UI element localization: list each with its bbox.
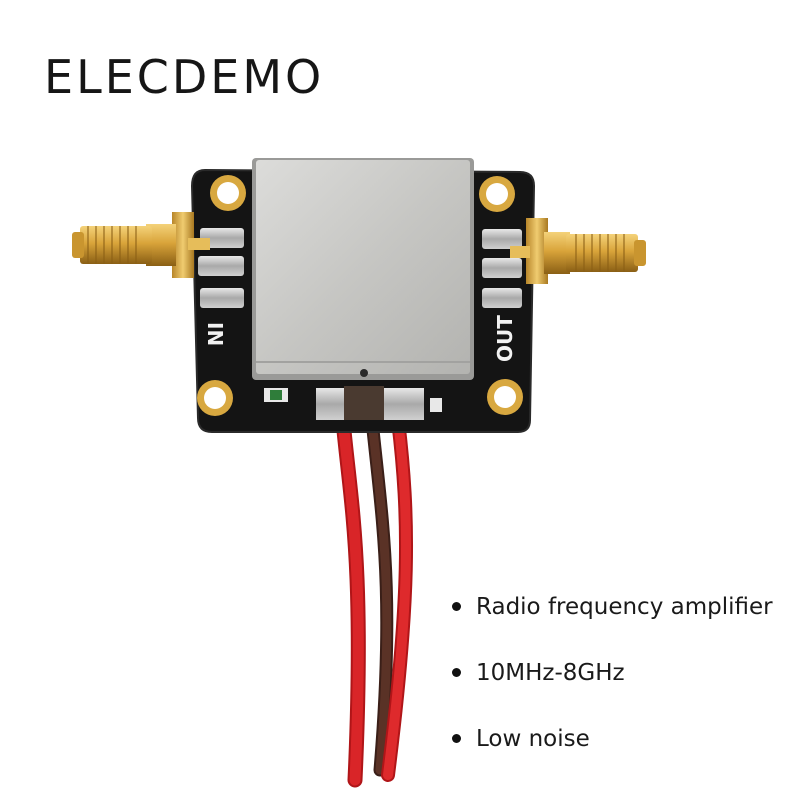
feature-list: Radio frequency amplifier 10MHz-8GHz Low… [450,588,773,786]
bullet-dot-icon [452,668,461,677]
mounting-hole-br [487,379,523,415]
input-label: IN [203,322,227,346]
mounting-hole-tl [210,175,246,211]
brand-name: ELECDEMO [44,50,325,104]
feature-item: 10MHz-8GHz [450,654,773,720]
sma-connector-out [510,218,646,284]
feature-text: Radio frequency amplifier [476,594,773,620]
feature-text: 10MHz-8GHz [476,660,625,686]
bullet-dot-icon [452,734,461,743]
feature-item: Low noise [450,720,773,786]
mounting-hole-tr [479,176,515,212]
output-label: OUT [493,315,517,362]
feature-item: Radio frequency amplifier [450,588,773,654]
mounting-hole-bl [197,380,233,416]
bullet-dot-icon [452,602,461,611]
pcb-board [190,158,536,433]
power-wires [335,412,414,788]
sma-connector-in [72,212,210,278]
feature-text: Low noise [476,726,590,752]
